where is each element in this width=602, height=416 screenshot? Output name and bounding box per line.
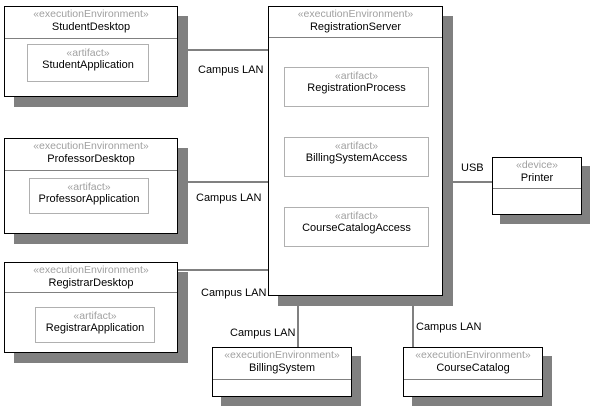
course-catalog-access-artifact[interactable]: «artifact» CourseCatalogAccess bbox=[284, 207, 429, 247]
artifact-name: RegistrarApplication bbox=[45, 322, 145, 334]
stereotype-label: «executionEnvironment» bbox=[224, 349, 340, 361]
registrar-desktop-node[interactable]: «executionEnvironment» RegistrarDesktop … bbox=[4, 262, 178, 353]
node-name: BillingSystem bbox=[248, 362, 316, 374]
stereotype-label: «artifact» bbox=[334, 140, 379, 152]
stereotype-label: «artifact» bbox=[67, 181, 111, 193]
billing-lan-label: Campus LAN bbox=[230, 327, 296, 339]
node-name: ProfessorDesktop bbox=[47, 153, 135, 165]
node-name: CourseCatalog bbox=[436, 362, 510, 374]
student-desktop-node[interactable]: «executionEnvironment» StudentDesktop «a… bbox=[4, 6, 178, 97]
stereotype-label: «executionEnvironment» bbox=[33, 140, 149, 152]
node-name: Printer bbox=[520, 172, 554, 184]
node-name: StudentDesktop bbox=[51, 21, 131, 33]
stereotype-label: «device» bbox=[515, 159, 559, 171]
professor-desktop-node[interactable]: «executionEnvironment» ProfessorDesktop … bbox=[4, 138, 178, 234]
artifact-name: RegistrationProcess bbox=[307, 82, 406, 94]
artifact-name: ProfessorApplication bbox=[38, 193, 140, 205]
course-catalog-node[interactable]: «executionEnvironment» CourseCatalog bbox=[403, 347, 543, 397]
artifact-name: BillingSystemAccess bbox=[305, 152, 408, 164]
student-application-artifact[interactable]: «artifact» StudentApplication bbox=[27, 44, 149, 82]
stereotype-label: «artifact» bbox=[73, 310, 117, 322]
professor-lan-label: Campus LAN bbox=[196, 192, 262, 204]
billing-system-access-artifact[interactable]: «artifact» BillingSystemAccess bbox=[284, 137, 429, 177]
professor-application-artifact[interactable]: «artifact» ProfessorApplication bbox=[29, 178, 149, 214]
artifact-name: StudentApplication bbox=[42, 59, 134, 71]
artifact-name: CourseCatalogAccess bbox=[302, 222, 411, 234]
stereotype-label: «executionEnvironment» bbox=[33, 8, 149, 20]
printer-node[interactable]: «device» Printer bbox=[492, 157, 582, 215]
student-lan-label: Campus LAN bbox=[198, 64, 264, 76]
registration-server-node[interactable]: «executionEnvironment» RegistrationServe… bbox=[268, 6, 443, 296]
stereotype-label: «artifact» bbox=[334, 210, 379, 222]
stereotype-label: «executionEnvironment» bbox=[33, 264, 149, 276]
registrar-application-artifact[interactable]: «artifact» RegistrarApplication bbox=[35, 307, 155, 343]
stereotype-label: «executionEnvironment» bbox=[297, 8, 414, 20]
registration-process-artifact[interactable]: «artifact» RegistrationProcess bbox=[284, 67, 429, 107]
catalog-lan-label: Campus LAN bbox=[416, 321, 482, 333]
stereotype-label: «artifact» bbox=[66, 47, 110, 59]
printer-usb-label: USB bbox=[461, 162, 484, 174]
node-name: RegistrarDesktop bbox=[48, 277, 134, 289]
registrar-lan-label: Campus LAN bbox=[201, 287, 267, 299]
billing-system-node[interactable]: «executionEnvironment» BillingSystem bbox=[212, 347, 352, 397]
stereotype-label: «artifact» bbox=[334, 70, 379, 82]
node-name: RegistrationServer bbox=[309, 21, 402, 33]
stereotype-label: «executionEnvironment» bbox=[415, 349, 531, 361]
